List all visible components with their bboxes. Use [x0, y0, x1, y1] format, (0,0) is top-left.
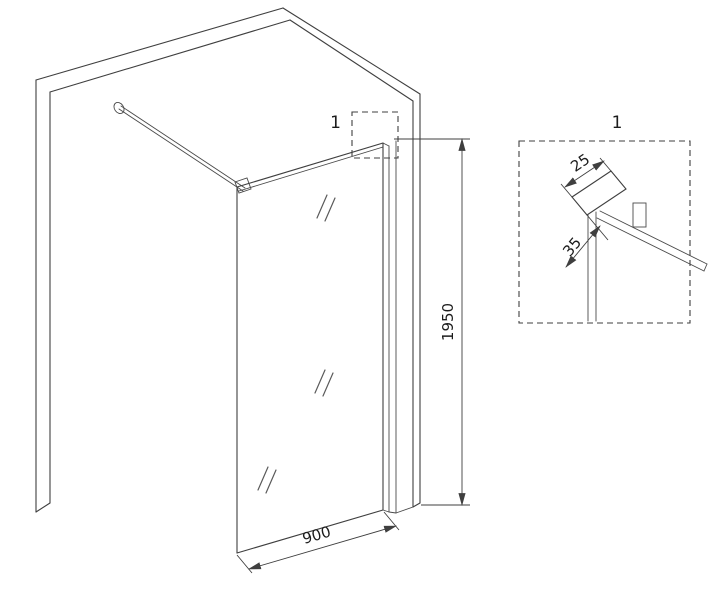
detail-clamp-profile	[571, 170, 627, 216]
detail-view-title: 1	[612, 113, 623, 133]
detail-callout: 1	[330, 111, 399, 159]
height-dimension: 1950	[394, 137, 470, 507]
detail-rod-bracket	[632, 202, 647, 228]
detail-callout-label: 1	[330, 113, 341, 133]
detail-view: 1 25 35	[518, 113, 708, 324]
detail-dimension-25: 25	[560, 150, 612, 198]
height-dimension-label: 1950	[439, 303, 457, 341]
detail-dim-35-label: 35	[559, 234, 585, 260]
support-bar-glass-clamp	[234, 177, 252, 194]
support-bar	[113, 101, 252, 194]
glass-reflections	[257, 194, 336, 494]
support-bar-wall-mount	[113, 101, 125, 115]
detail-dimension-35: 35	[559, 214, 609, 268]
detail-glass-edge	[587, 211, 597, 322]
glass-panel	[236, 140, 414, 554]
width-dimension-label: 900	[300, 523, 333, 548]
detail-callout-box	[351, 111, 399, 159]
detail-support-rod	[596, 202, 708, 272]
detail-dim-25-label: 25	[567, 150, 593, 176]
wall-structure	[35, 7, 421, 513]
detail-view-box	[518, 140, 691, 324]
width-dimension: 900	[236, 511, 400, 574]
